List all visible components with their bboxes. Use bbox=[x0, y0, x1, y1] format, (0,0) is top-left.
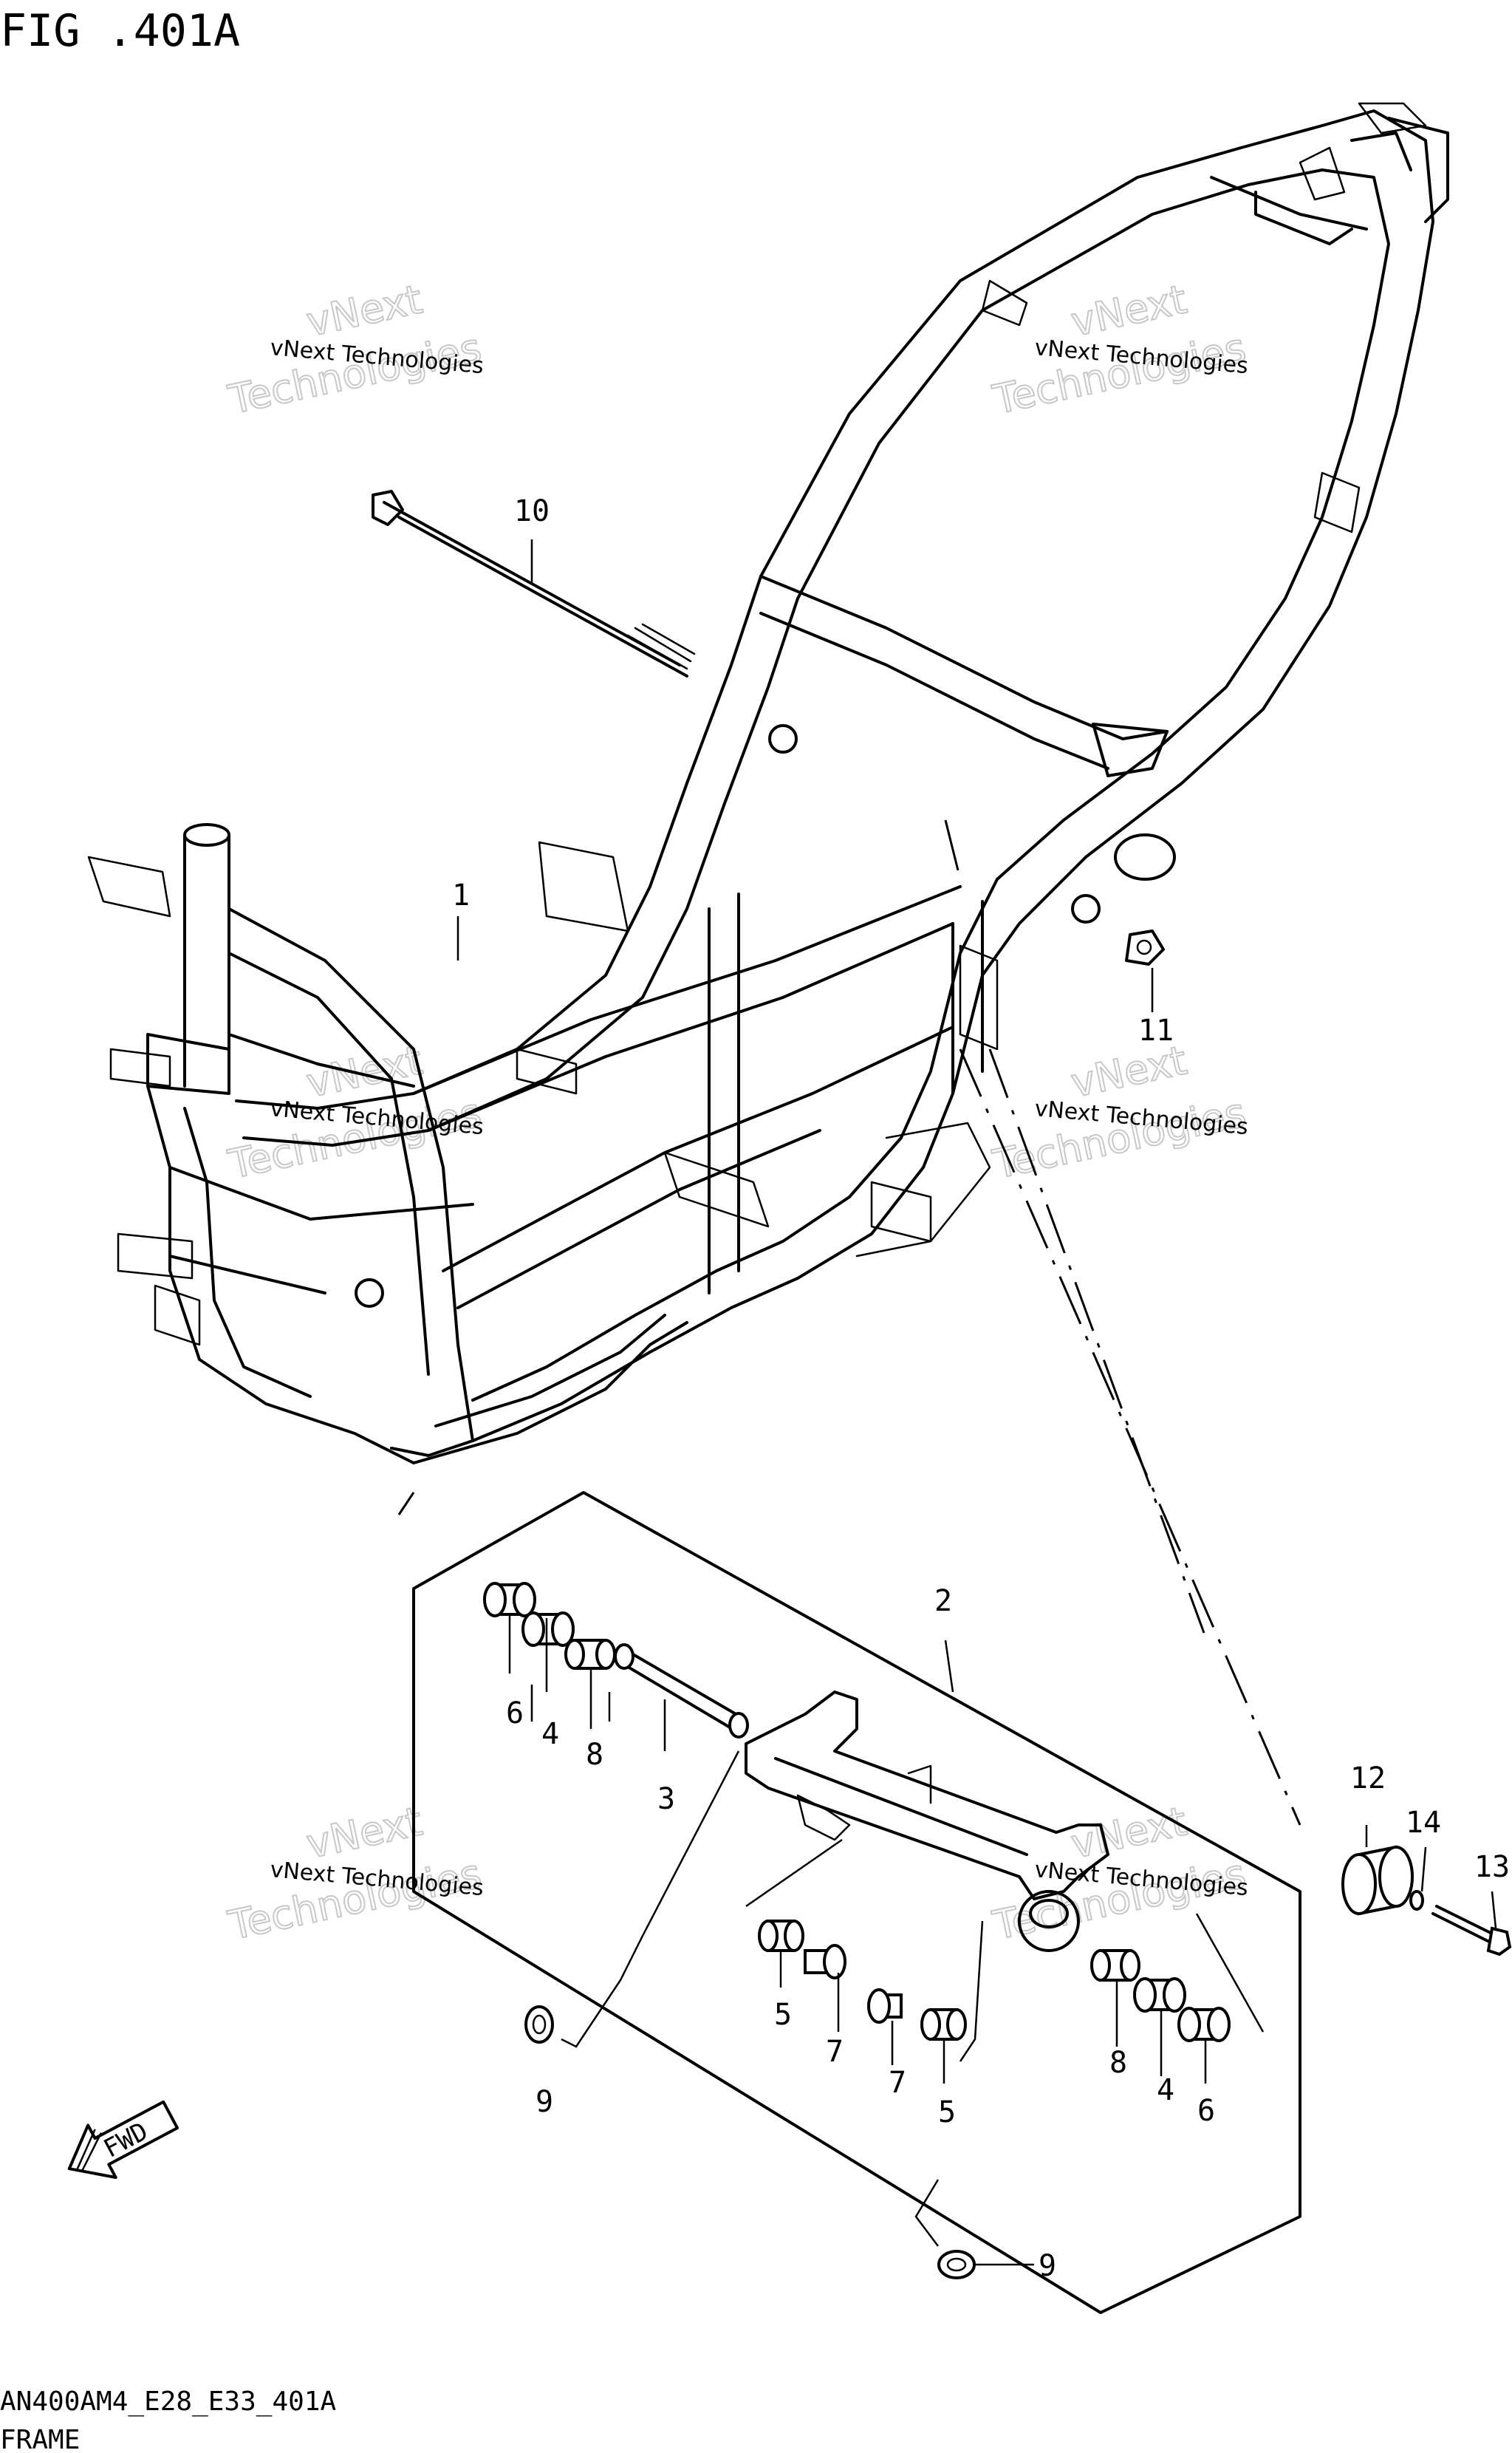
model-code: AN400AM4_E28_E33_401A bbox=[0, 2387, 336, 2417]
watermark-over-2: vNext bbox=[1067, 276, 1191, 345]
washer-9-left bbox=[524, 2005, 554, 2044]
callout-4-right: 4 bbox=[1157, 2073, 1174, 2107]
bush-6-right bbox=[1177, 2007, 1231, 2042]
callout-5-left: 5 bbox=[774, 1998, 792, 2032]
bushings bbox=[483, 1582, 1512, 2279]
bush-8-right bbox=[1090, 1949, 1140, 1982]
bearing-5-right bbox=[920, 2008, 967, 2041]
callout-7-left: 7 bbox=[826, 2035, 844, 2069]
callout-14: 14 bbox=[1406, 1806, 1441, 1840]
callout-1: 1 bbox=[452, 878, 470, 912]
watermark-group: Technologies vNext vNext Technologies Te… bbox=[224, 275, 1251, 1950]
cushion-12 bbox=[1341, 1845, 1414, 1916]
callout-8-left: 8 bbox=[586, 1738, 603, 1772]
watermark-1: Technologies vNext vNext Technologies bbox=[224, 275, 486, 424]
callout-4-left: 4 bbox=[541, 1717, 559, 1751]
callout-numbers: 1 2 3 4 4 5 5 6 6 7 7 8 8 9 9 10 11 12 1… bbox=[452, 494, 1510, 2283]
callout-10: 10 bbox=[514, 494, 550, 528]
bush-4-left bbox=[521, 1611, 575, 1647]
bush-6-left bbox=[483, 1582, 536, 1617]
collar-7-right bbox=[867, 1988, 903, 2024]
pivot-shaft-3 bbox=[614, 1643, 749, 1739]
callout-6-left: 6 bbox=[506, 1696, 524, 1730]
fwd-label: FWD bbox=[99, 2117, 153, 2164]
callout-13: 13 bbox=[1474, 1850, 1510, 1884]
section-name: FRAME bbox=[0, 2425, 80, 2453]
dashed-leaders bbox=[397, 819, 1301, 1826]
watermark-2: Technologies vNext vNext Technologies bbox=[988, 275, 1251, 424]
callout-5-right: 5 bbox=[938, 2095, 956, 2129]
watermark-4: Technologies vNext vNext Technologies bbox=[988, 1036, 1251, 1189]
callout-2: 2 bbox=[934, 1584, 952, 1618]
callout-9-bottom: 9 bbox=[1039, 2249, 1056, 2283]
fwd-arrow: FWD bbox=[67, 2100, 179, 2180]
bolt-13 bbox=[1431, 1905, 1512, 1956]
watermark-over-6: vNext bbox=[1067, 1798, 1191, 1867]
bearing-5-left bbox=[758, 1920, 804, 1952]
bush-8-left bbox=[564, 1639, 616, 1670]
watermark-3: Technologies vNext vNext Technologies bbox=[224, 1036, 486, 1189]
frame-drawing bbox=[87, 102, 1449, 1464]
callout-12: 12 bbox=[1350, 1761, 1386, 1795]
callout-11: 11 bbox=[1138, 1014, 1174, 1048]
washer-14 bbox=[1409, 1890, 1424, 1911]
subassembly-box bbox=[412, 1491, 1301, 2314]
washer-9-bottom bbox=[937, 2250, 976, 2279]
watermark-over-5: vNext bbox=[303, 1798, 426, 1867]
callout-6-right: 6 bbox=[1197, 2094, 1215, 2128]
callout-7-right: 7 bbox=[889, 2066, 906, 2100]
callout-8-right: 8 bbox=[1109, 2046, 1127, 2080]
watermark-5: Technologies vNext vNext Technologies bbox=[224, 1797, 486, 1950]
collar-7-left bbox=[804, 1944, 846, 1979]
watermark-over-1: vNext bbox=[303, 276, 426, 345]
callout-leaders bbox=[456, 539, 1497, 2266]
callout-3: 3 bbox=[657, 1782, 675, 1816]
callout-9-left: 9 bbox=[536, 2085, 553, 2119]
bush-4-right bbox=[1133, 1977, 1186, 2013]
figure-title: FIG .401A bbox=[0, 5, 240, 57]
swing-arm-2 bbox=[745, 1691, 1109, 1952]
nut-11 bbox=[1125, 929, 1165, 966]
